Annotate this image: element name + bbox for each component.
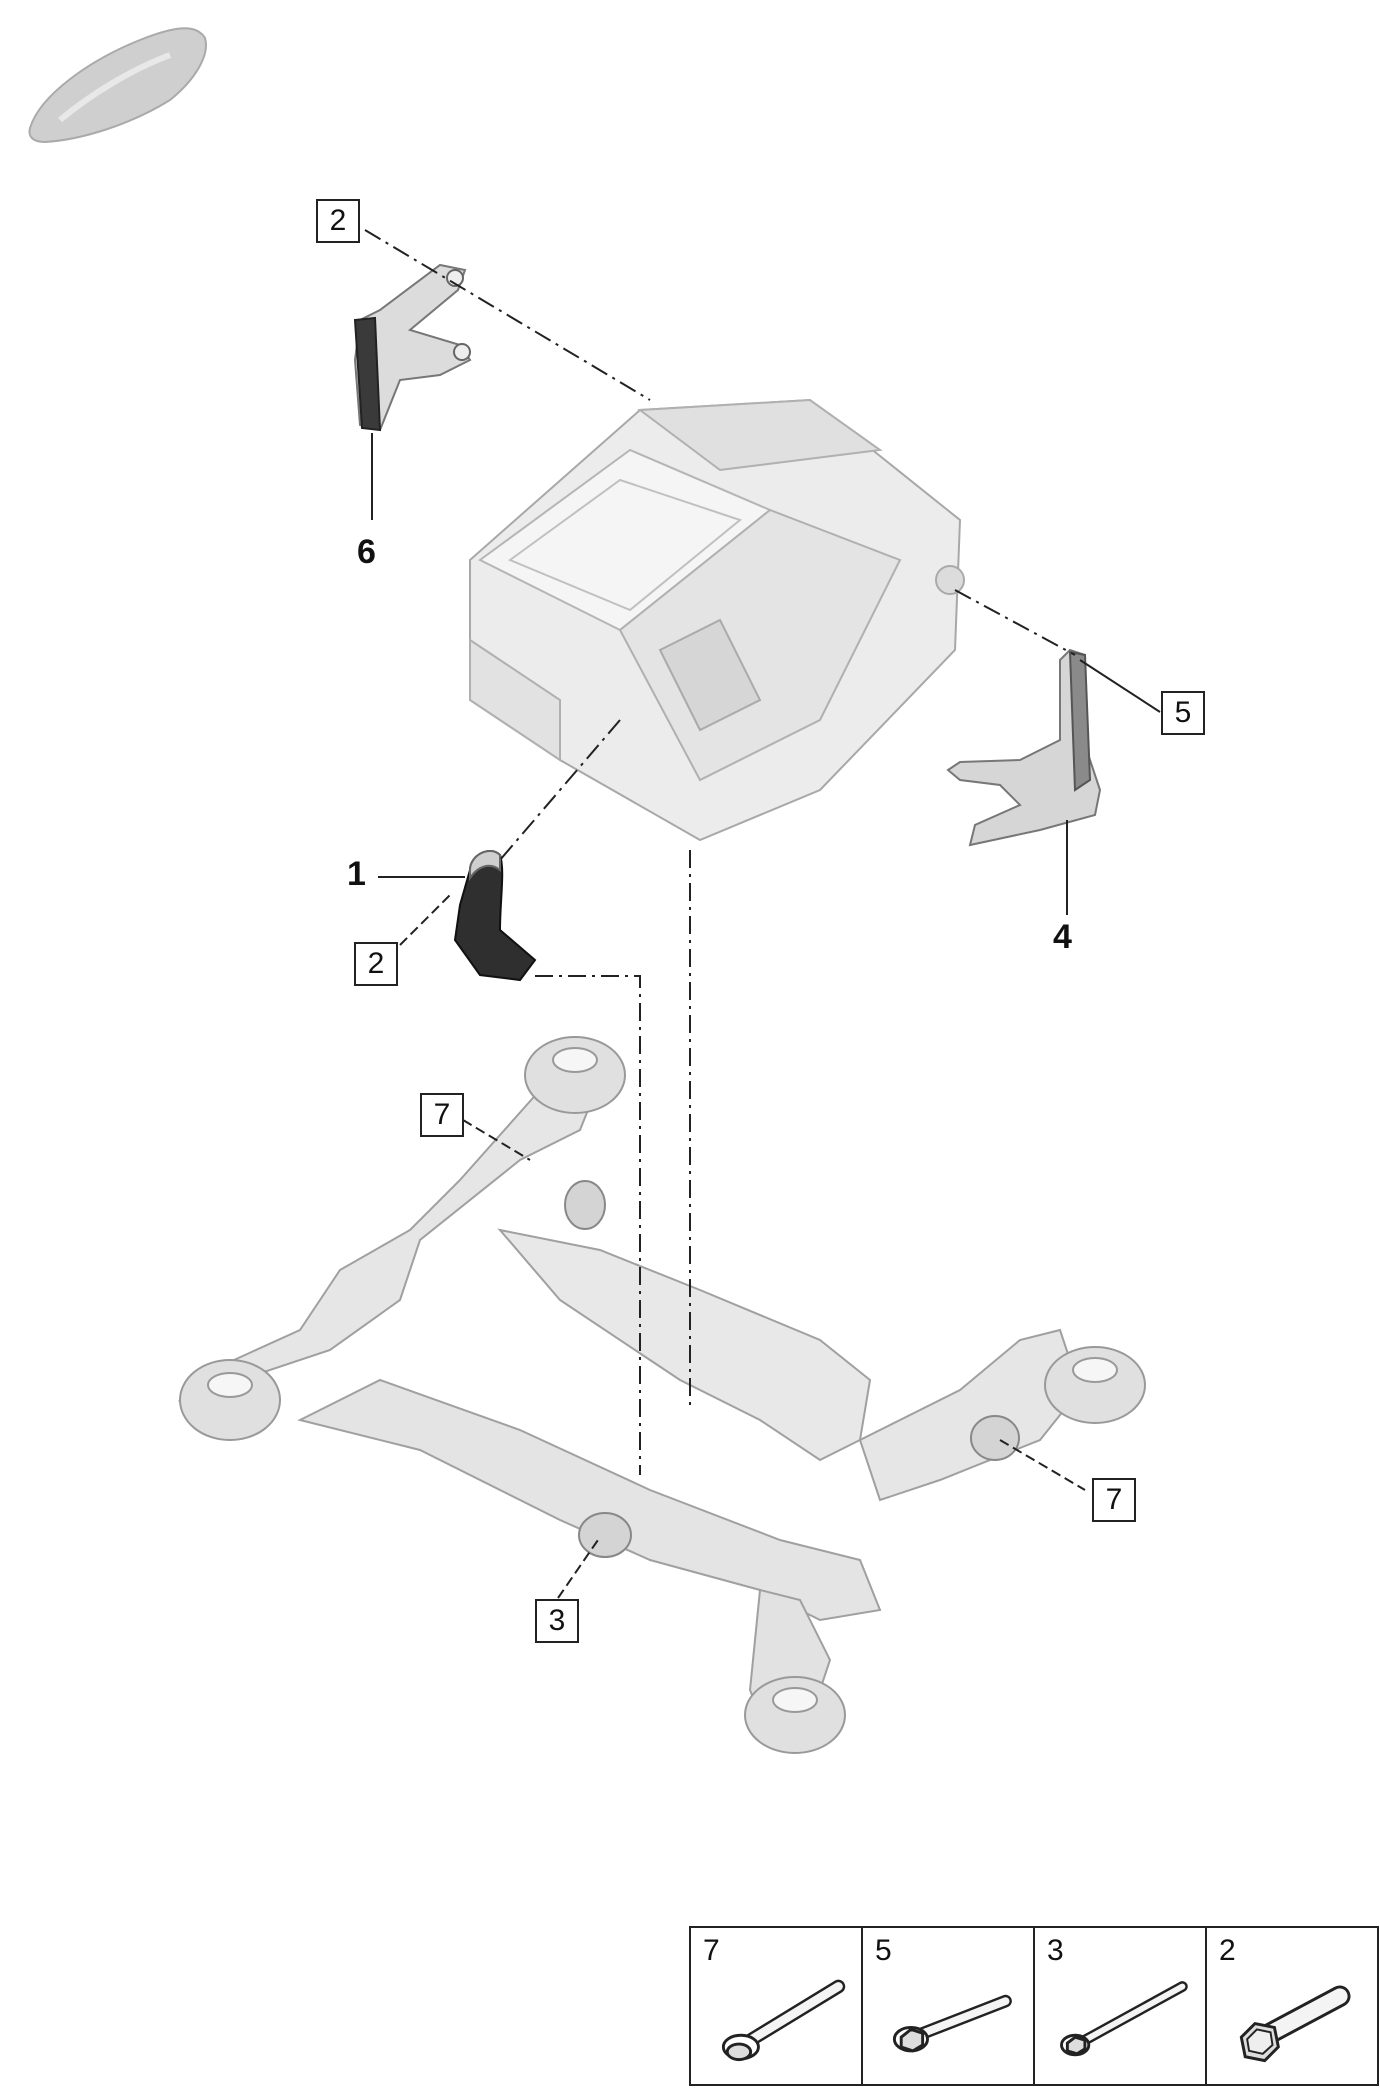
long-flange-bolt-icon (721, 1979, 846, 2062)
callout-6: 6 (357, 533, 376, 571)
fastener-cell-3: 3 (1035, 1928, 1207, 2084)
callout-4: 4 (1053, 918, 1072, 956)
callout-7-right: 7 (1092, 1478, 1136, 1522)
leader-lines (364, 229, 1161, 1599)
callout-5: 5 (1161, 691, 1205, 735)
callout-2-mid: 2 (354, 942, 398, 986)
hex-flange-bolt-icon (892, 1994, 1012, 2053)
callout-7-left: 7 (420, 1093, 464, 1137)
fastener-table: 7 5 3 (689, 1926, 1379, 2086)
fastener-cell-7: 7 (691, 1928, 863, 2084)
callout-3: 3 (535, 1599, 579, 1643)
fastener-number: 3 (1047, 1934, 1064, 1967)
fastener-cell-2: 2 (1207, 1928, 1377, 2084)
car-silhouette-icon (28, 27, 207, 144)
bracket-4 (946, 648, 1102, 847)
fastener-number: 2 (1219, 1934, 1236, 1967)
rear-subframe (178, 1036, 1146, 1754)
fastener-cell-5: 5 (863, 1928, 1035, 2084)
short-hex-bolt-icon (1239, 1985, 1351, 2063)
electric-drive-unit (469, 398, 965, 842)
fastener-number: 7 (703, 1934, 720, 1967)
engine-mount-1 (453, 850, 537, 982)
fastener-number: 5 (875, 1934, 892, 1967)
callout-1: 1 (347, 855, 366, 893)
bracket-6 (353, 263, 472, 432)
long-hex-bolt-icon (1060, 1981, 1188, 2057)
callout-2-top: 2 (316, 199, 360, 243)
